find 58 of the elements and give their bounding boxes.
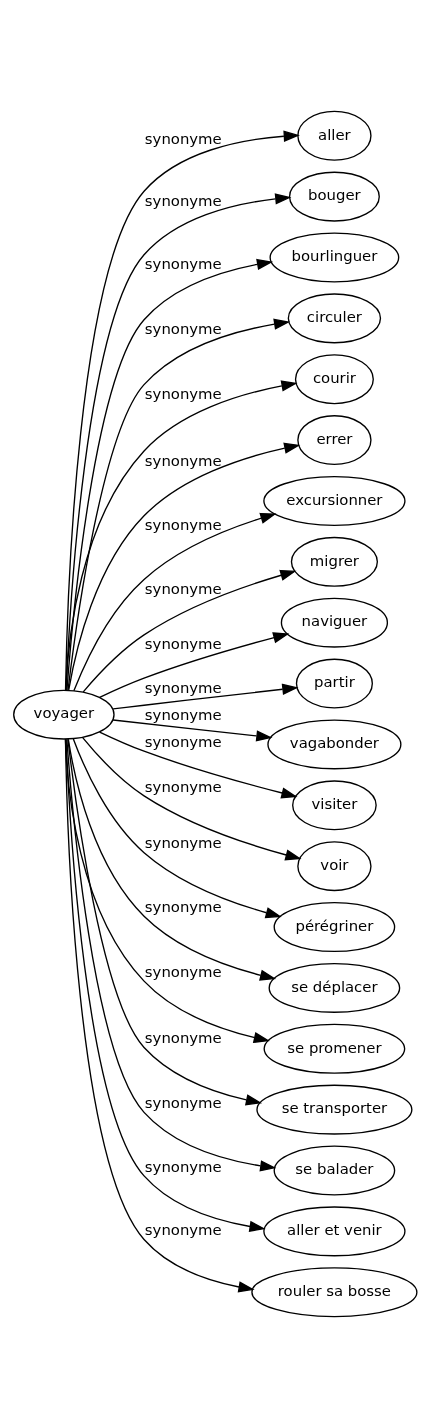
edge-label: synonyme: [144, 1220, 222, 1239]
edge-label: synonyme: [144, 833, 222, 852]
edge-label: synonyme: [144, 191, 222, 210]
arrow: [81, 736, 302, 860]
edge-label: synonyme: [144, 732, 222, 751]
arrow: [112, 718, 273, 742]
arrow: [99, 631, 290, 698]
node-ellipse: se promener: [263, 1023, 406, 1074]
arrow: [65, 738, 266, 1232]
node-ellipse: errer: [297, 414, 372, 465]
edge-label: synonyme: [144, 129, 222, 148]
node-ellipse: voir: [297, 840, 372, 891]
arrow: [112, 683, 299, 710]
arrow: [72, 737, 282, 918]
edge-label: synonyme: [144, 705, 222, 724]
node-ellipse: vagabonder: [267, 718, 402, 769]
arrow: [66, 258, 274, 691]
edge-label: synonyme: [144, 384, 222, 403]
arrow: [98, 730, 298, 798]
arrow: [82, 569, 297, 692]
arrow: [67, 738, 277, 981]
node-ellipse: courir: [294, 353, 374, 404]
node-ellipse: aller et venir: [263, 1205, 406, 1256]
node-ellipse: excursionner: [263, 475, 406, 526]
node-ellipse: bouger: [288, 171, 380, 222]
edge-label: synonyme: [144, 1028, 222, 1047]
node-ellipse: visiter: [292, 779, 377, 830]
arrow: [66, 738, 277, 1171]
edge-label: synonyme: [144, 319, 222, 338]
arrow: [67, 318, 291, 691]
edge-label: synonyme: [144, 777, 222, 795]
node-ellipse: pérégriner: [273, 901, 396, 952]
edge-label: synonyme: [144, 254, 222, 273]
arrow: [67, 737, 263, 1105]
edge-label: synonyme: [144, 962, 222, 981]
node-ellipse: aller: [297, 110, 372, 161]
edge-label: synonyme: [144, 1093, 222, 1112]
arrow: [68, 442, 301, 691]
node-ellipse: migrer: [290, 536, 378, 587]
node-ellipse: rouler sa bosse: [251, 1266, 418, 1317]
edge-label: synonyme: [144, 451, 222, 470]
node-ellipse: se transporter: [256, 1084, 413, 1135]
edge-label: synonyme: [144, 634, 222, 653]
node-ellipse: naviguer: [280, 597, 389, 648]
node-ellipse: circuler: [287, 292, 382, 343]
node-ellipse: voyager: [13, 689, 115, 740]
node-ellipse: partir: [295, 658, 373, 709]
edge-label: synonyme: [144, 515, 222, 534]
arrow: [73, 512, 277, 691]
edge-label: synonyme: [144, 579, 222, 598]
edge-label: synonyme: [144, 897, 222, 916]
edge-label: synonyme: [144, 1157, 222, 1176]
node-ellipse: bourlinguer: [269, 231, 400, 282]
arrow: [64, 737, 255, 1293]
node-ellipse: se balader: [273, 1145, 396, 1196]
edge-label: synonyme: [144, 678, 222, 697]
arrow: [65, 379, 298, 691]
node-ellipse: se déplacer: [268, 962, 401, 1013]
